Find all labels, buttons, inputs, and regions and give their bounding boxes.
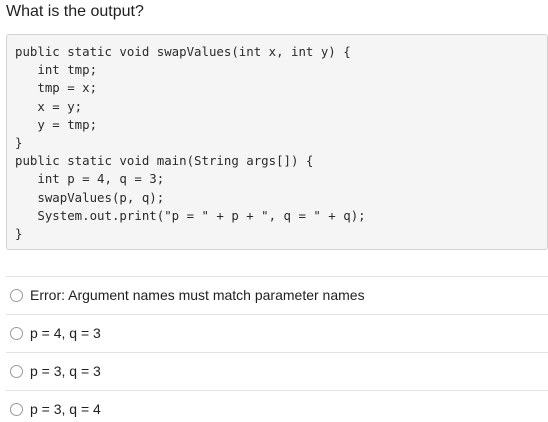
radio-button[interactable] (10, 365, 23, 378)
code-line: int tmp; (15, 62, 98, 78)
code-line: y = tmp; (15, 116, 98, 132)
answer-choice-1[interactable]: Error: Argument names must match paramet… (6, 276, 548, 314)
code-line: swapValues(p, q); (15, 189, 165, 205)
radio-button[interactable] (10, 289, 23, 302)
code-block: public static void swapValues(int x, int… (6, 34, 548, 250)
code-line: tmp = x; (15, 80, 98, 96)
question-text: What is the output? (6, 3, 144, 20)
choice-label: p = 4, q = 3 (30, 325, 101, 341)
choice-label: p = 3, q = 3 (30, 363, 101, 379)
code-line: int p = 4, q = 3; (15, 171, 165, 187)
answer-choice-2[interactable]: p = 4, q = 3 (6, 314, 548, 352)
answer-choices: Error: Argument names must match paramet… (6, 276, 548, 422)
radio-button[interactable] (10, 327, 23, 340)
answer-choice-3[interactable]: p = 3, q = 3 (6, 352, 548, 390)
code-line: System.out.print("p = " + p + ", q = " +… (15, 207, 366, 223)
code-line: x = y; (15, 98, 83, 114)
choice-label: Error: Argument names must match paramet… (30, 287, 365, 303)
answer-choice-4[interactable]: p = 3, q = 4 (6, 390, 548, 422)
code-line: public static void main(String args[]) { (15, 153, 314, 169)
code-line: } (15, 134, 23, 150)
code-line: } (15, 225, 23, 241)
code-line: public static void swapValues(int x, int… (15, 44, 351, 59)
radio-button[interactable] (10, 403, 23, 416)
choice-label: p = 3, q = 4 (30, 401, 101, 417)
